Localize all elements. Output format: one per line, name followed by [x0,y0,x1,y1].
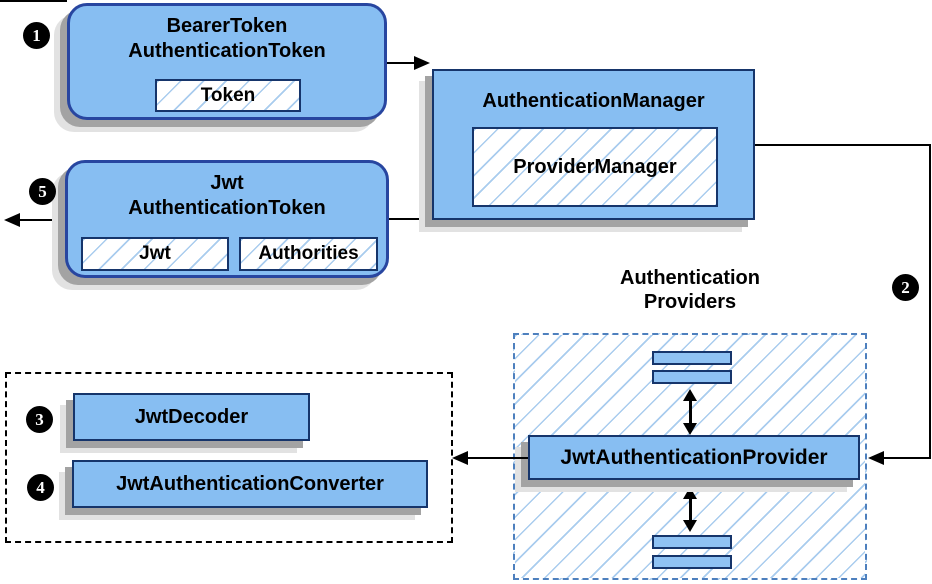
provider-manager-chip: ProviderManager [472,127,718,207]
arrowhead-response-out-icon [4,213,20,227]
authorities-chip: Authorities [239,237,378,271]
provider-placeholder-bar-top-1 [652,351,732,365]
provider-placeholder-bar-bottom-1 [652,535,732,549]
jwt-chip-label: Jwt [139,243,171,264]
step-3-number: 3 [35,410,44,429]
flow-line-manager-to-jwt [389,218,433,220]
bearer-token-title-line2: AuthenticationToken [128,40,326,62]
token-chip: Token [155,79,301,112]
flow-line-bearer-to-manager [387,62,415,64]
provider-manager-chip-label: ProviderManager [513,155,677,178]
arrowhead-into-manager-icon [414,56,430,70]
double-arrow-top-icon [683,389,697,435]
authentication-manager-node: AuthenticationManager ProviderManager [432,69,755,220]
step-1-badge: 1 [23,22,50,49]
flow-line-request-in [0,0,67,2]
flow-line-response-out [18,219,66,221]
flow-line-manager-right [754,144,931,146]
arrowhead-into-provider-icon [868,451,884,465]
bearer-token-node-title: BearerToken AuthenticationToken [70,6,384,64]
flow-line-into-provider [884,457,931,459]
step-5-badge: 5 [29,178,56,205]
step-2-number: 2 [901,278,910,297]
arrowhead-into-decoder-group-icon [452,451,468,465]
step-4-badge: 4 [27,474,54,501]
jwt-chip: Jwt [81,237,229,271]
bearer-token-authentication-token-node: BearerToken AuthenticationToken Token [67,3,387,120]
authorities-chip-label: Authorities [258,243,359,264]
jwt-token-title-line1: Jwt [210,172,244,194]
jwt-decoder-node: JwtDecoder [73,393,310,441]
jwt-token-node-title: Jwt AuthenticationToken [68,163,386,221]
step-1-number: 1 [32,26,41,45]
jwt-authentication-provider-label: JwtAuthenticationProvider [560,445,828,469]
bearer-token-title-line1: BearerToken [166,15,288,37]
jwt-authentication-token-node: Jwt AuthenticationToken Jwt Authorities [65,160,389,278]
step-5-number: 5 [38,182,47,201]
jwt-authentication-provider-node: JwtAuthenticationProvider [528,435,860,480]
jwt-token-title-line2: AuthenticationToken [128,197,326,219]
authentication-manager-title: AuthenticationManager [482,90,705,112]
step-4-number: 4 [36,478,45,497]
jwt-decoder-label: JwtDecoder [134,405,249,428]
providers-label-line2: Providers [643,291,737,313]
double-arrow-bottom-icon [683,487,697,532]
step-3-badge: 3 [26,406,53,433]
flow-line-provider-to-decoder [468,457,528,459]
flow-line-right-vertical [929,144,931,459]
jwt-authentication-converter-label: JwtAuthenticationConverter [116,472,384,495]
providers-label-line1: Authentication [620,267,760,289]
step-2-badge: 2 [892,274,919,301]
jwt-authentication-converter-node: JwtAuthenticationConverter [72,460,428,508]
provider-placeholder-bar-bottom-2 [652,555,732,569]
token-chip-label: Token [200,84,256,106]
provider-placeholder-bar-top-2 [652,370,732,384]
authentication-providers-label: Authentication Providers [555,266,825,314]
